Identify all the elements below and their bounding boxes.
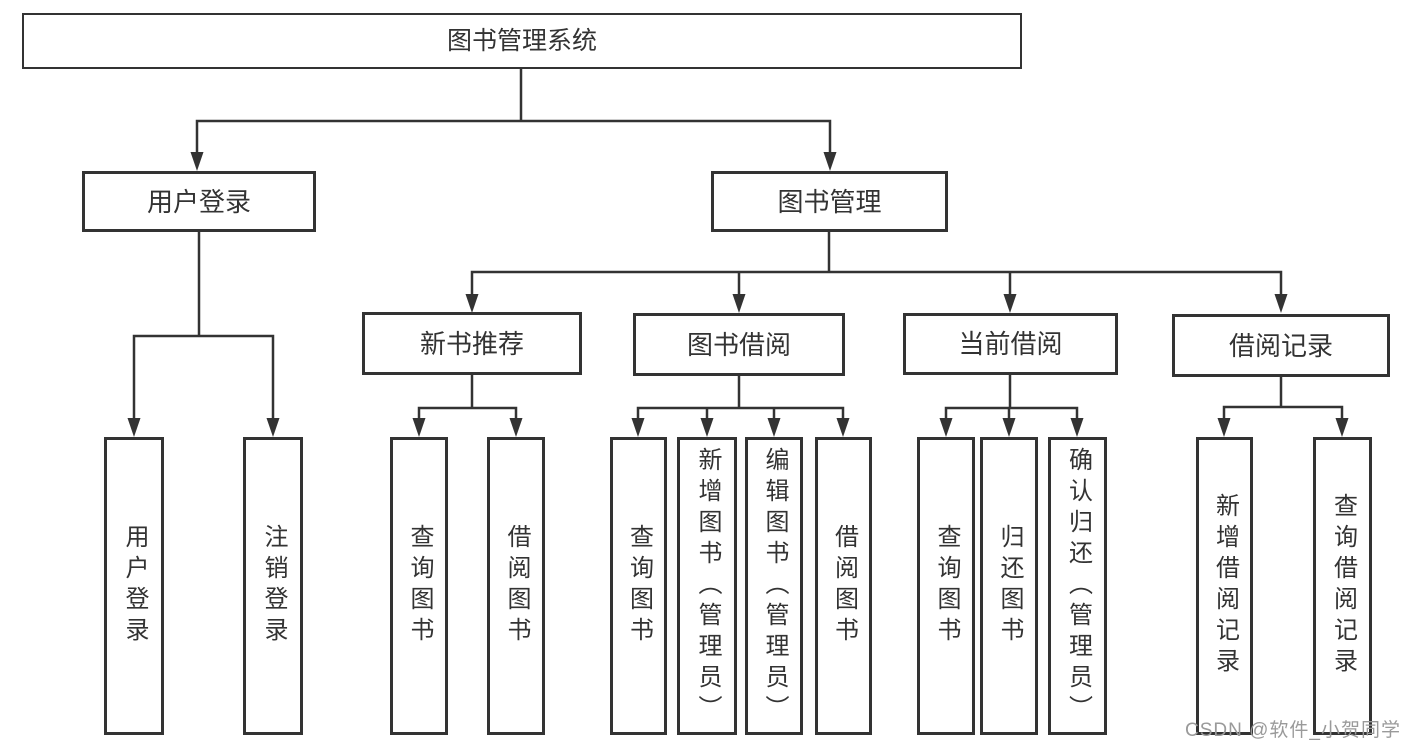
node-current-borrowing: 当前借阅 xyxy=(903,313,1118,375)
node-borrowing-edit-book: 编辑图书（管理员） xyxy=(745,437,803,735)
node-current-query-book: 查询图书 xyxy=(917,437,975,735)
node-borrowing-records: 借阅记录 xyxy=(1172,314,1390,377)
node-recommend-query-book: 查询图书 xyxy=(390,437,448,735)
node-user-login: 用户登录 xyxy=(82,171,316,232)
node-logout: 注销登录 xyxy=(243,437,303,735)
node-recommend-borrow-book: 借阅图书 xyxy=(487,437,545,735)
node-new-book-recommend: 新书推荐 xyxy=(362,312,582,375)
node-book-borrowing: 图书借阅 xyxy=(633,313,845,376)
watermark: CSDN @软件_小贺同学 xyxy=(1185,720,1401,741)
node-login: 用户登录 xyxy=(104,437,164,735)
node-borrowing-query-book: 查询图书 xyxy=(610,437,667,735)
node-borrowing-add-book: 新增图书（管理员） xyxy=(677,437,737,735)
node-current-confirm-return: 确认归还（管理员） xyxy=(1048,437,1107,735)
node-records-add-record: 新增借阅记录 xyxy=(1196,437,1253,735)
node-borrowing-borrow-book: 借阅图书 xyxy=(815,437,872,735)
node-library-management-system: 图书管理系统 xyxy=(22,13,1022,69)
node-book-management: 图书管理 xyxy=(711,171,948,232)
node-records-query-record: 查询借阅记录 xyxy=(1313,437,1372,735)
node-current-return-book: 归还图书 xyxy=(980,437,1038,735)
